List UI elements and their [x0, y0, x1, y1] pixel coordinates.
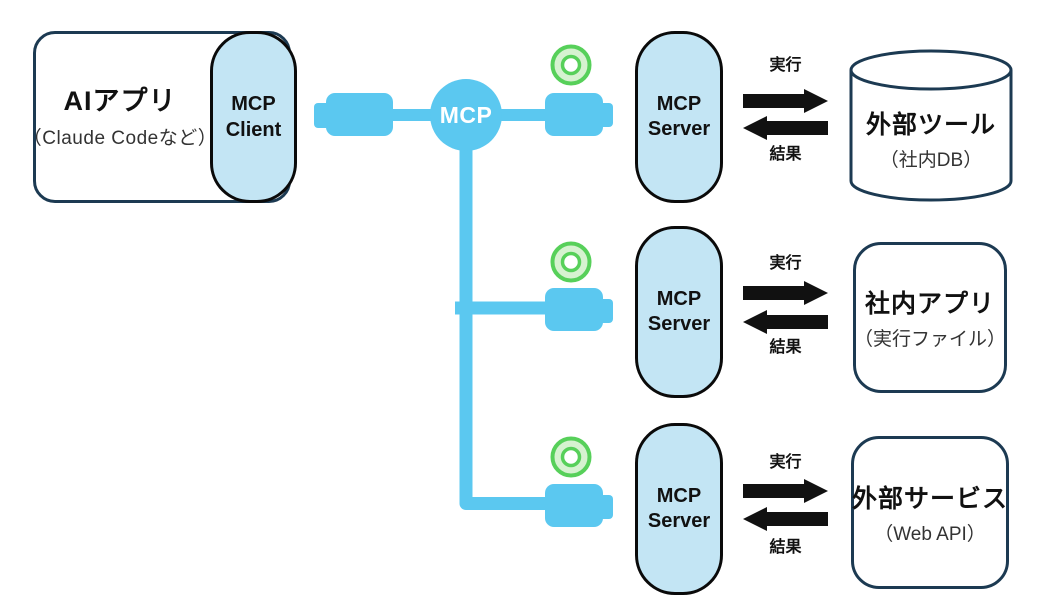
usb-plug-icon	[314, 93, 393, 136]
external-tool-label: 外部ツール （社内DB）	[851, 103, 1011, 173]
execute-label: 実行	[769, 255, 802, 272]
target-title: 外部ツール	[865, 110, 996, 139]
mcp-server-label: MCP Server	[647, 485, 711, 532]
right-arrow-icon	[743, 479, 828, 503]
left-arrow-icon	[743, 116, 828, 140]
execute-label: 実行	[769, 454, 802, 471]
mcp-server-label: MCP Server	[647, 288, 711, 335]
mcp-client-label: MCP Client	[225, 93, 282, 141]
left-arrow-icon	[743, 310, 828, 334]
hub-trunk-and-row3-branch-line	[459, 145, 546, 510]
green-ring-status-icon	[550, 44, 592, 86]
ai-app-text: AIアプリ （Claude Codeなど）	[23, 31, 217, 203]
left-arrow-icon	[743, 507, 828, 531]
target-title: 社内アプリ	[864, 290, 995, 318]
green-ring-status-icon	[550, 241, 592, 283]
database-cylinder	[849, 49, 1013, 202]
right-arrow-icon	[743, 281, 828, 305]
green-ring-status-icon	[550, 436, 592, 478]
target-subtitle: （実行ファイル）	[854, 329, 1007, 350]
ai-app-subtitle: （Claude Codeなど）	[22, 127, 218, 149]
ai-app-title: AIアプリ	[63, 85, 177, 116]
mcp-hub-label: MCP	[439, 101, 493, 128]
mcp-client-pill: MCP Client	[210, 31, 297, 203]
mcp-hub-circle	[430, 79, 502, 151]
usb-plug-icon	[545, 288, 613, 331]
mcp-server-capsule: MCP Server	[635, 423, 723, 595]
usb-plug-icon	[545, 93, 613, 136]
mcp-server-label: MCP Server	[647, 93, 711, 140]
usb-plug-icon	[545, 484, 613, 527]
external-service-box: 外部サービス （Web API）	[851, 436, 1009, 589]
internal-app-box: 社内アプリ （実行ファイル）	[853, 242, 1007, 393]
target-title: 外部サービス	[852, 485, 1009, 513]
mcp-server-capsule: MCP Server	[635, 31, 723, 203]
result-label: 結果	[769, 146, 802, 163]
target-subtitle: （Web API）	[874, 524, 986, 545]
result-label: 結果	[769, 539, 802, 556]
execute-label: 実行	[769, 57, 802, 74]
right-arrow-icon	[743, 89, 828, 113]
result-label: 結果	[769, 339, 802, 356]
target-subtitle: （社内DB）	[879, 149, 983, 171]
mcp-server-capsule: MCP Server	[635, 226, 723, 398]
